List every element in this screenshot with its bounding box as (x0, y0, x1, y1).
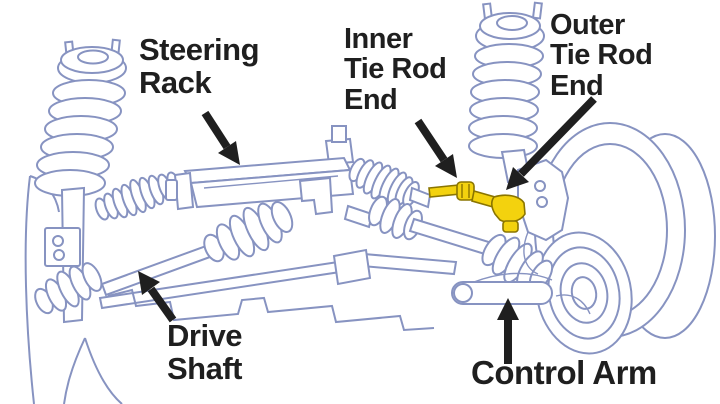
inner-tie-rod-bellows (348, 157, 432, 209)
frame-bracket (44, 227, 81, 267)
callout-arrow-control-arm (497, 298, 519, 364)
body-panel-lines (24, 175, 123, 404)
callout-arrow-inner-tie-rod (414, 118, 457, 178)
label-inner-tie-rod-end: Inner Tie Rod End (344, 23, 447, 116)
wheel-and-rotor (534, 122, 716, 355)
tie-rod-highlight (428, 181, 526, 233)
control-arm (451, 272, 591, 315)
label-steering-rack: Steering Rack (139, 32, 260, 100)
steering-rack (165, 125, 355, 216)
label-outer-tie-rod-end: Outer Tie Rod End (550, 9, 653, 102)
label-drive-shaft: Drive Shaft (167, 318, 243, 386)
drive-shaft-left (34, 201, 294, 315)
callout-arrow-steering-rack (201, 110, 240, 165)
subframe (107, 288, 435, 332)
label-control-arm: Control Arm (471, 354, 657, 391)
right-strut-assembly (468, 1, 545, 184)
callout-arrow-drive-shaft (138, 271, 177, 323)
callout-arrow-outer-tie-rod (506, 96, 597, 190)
steering-knuckle (517, 158, 570, 275)
